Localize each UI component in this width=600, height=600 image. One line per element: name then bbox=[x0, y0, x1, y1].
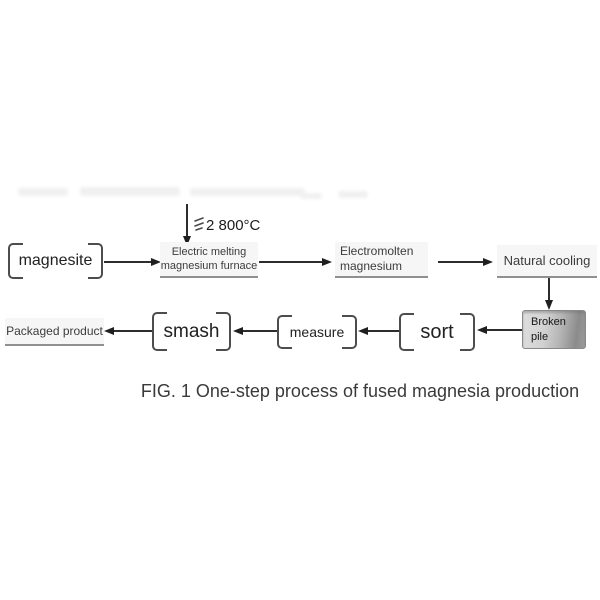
arrow-furnace-to-electromolten bbox=[259, 257, 332, 267]
node-electromolten-magnesium: Electromolten magnesium bbox=[335, 242, 428, 278]
watermark-smudge bbox=[338, 191, 368, 198]
node-label-line1: Broken bbox=[531, 315, 566, 328]
node-measure: measure bbox=[277, 315, 357, 349]
figure-caption: FIG. 1 One-step process of fused magnesi… bbox=[140, 381, 580, 401]
node-label: sort bbox=[420, 320, 454, 343]
node-label: Natural cooling bbox=[503, 253, 591, 268]
arrow-line bbox=[114, 330, 152, 332]
arrow-line bbox=[243, 330, 277, 332]
arrow-line bbox=[487, 329, 522, 331]
heat-squiggle-icon bbox=[194, 217, 204, 231]
node-sort: sort bbox=[399, 313, 475, 351]
node-label: measure bbox=[289, 324, 345, 340]
node-packaged-product: Packaged product bbox=[5, 318, 104, 346]
arrow-head bbox=[104, 327, 114, 335]
node-label-line1: Electromolten bbox=[340, 244, 414, 258]
arrow-head bbox=[233, 327, 243, 335]
arrow-head bbox=[483, 258, 493, 266]
arrow-electromolten-to-cooling bbox=[438, 257, 493, 267]
watermark-smudge bbox=[18, 188, 68, 196]
arrow-sort-to-measure bbox=[358, 326, 399, 336]
arrow-line bbox=[186, 204, 188, 236]
arrow-smash-to-packaged bbox=[104, 326, 152, 336]
node-label-line2: pile bbox=[531, 330, 549, 343]
arrow-head bbox=[358, 327, 368, 335]
node-label: Packaged product bbox=[6, 324, 103, 338]
node-magnesite: magnesite bbox=[8, 243, 103, 279]
node-smash: smash bbox=[152, 312, 231, 351]
node-label: smash bbox=[163, 320, 220, 342]
arrow-broken-pile-to-sort bbox=[477, 325, 522, 335]
temperature-down-arrow bbox=[182, 204, 192, 246]
arrow-head bbox=[545, 300, 553, 310]
watermark-smudge bbox=[300, 193, 322, 199]
node-label-line2: magnesium furnace bbox=[160, 260, 258, 272]
arrow-measure-to-smash bbox=[233, 326, 277, 336]
temperature-label: 2 800°C bbox=[206, 217, 261, 234]
arrow-line bbox=[548, 278, 550, 300]
node-label-line2: magnesium bbox=[340, 259, 403, 273]
arrow-magnesite-to-furnace bbox=[104, 257, 161, 267]
arrow-head bbox=[477, 326, 487, 334]
node-electric-melting-furnace: Electric melting magnesium furnace bbox=[160, 242, 258, 278]
arrow-head bbox=[322, 258, 332, 266]
arrow-line bbox=[368, 330, 399, 332]
arrow-cooling-to-broken-pile bbox=[544, 278, 554, 310]
arrow-head bbox=[151, 258, 161, 266]
arrow-line bbox=[259, 261, 322, 263]
node-natural-cooling: Natural cooling bbox=[497, 245, 597, 278]
node-broken-pile: Broken pile bbox=[522, 310, 586, 349]
node-label-line1: Electric melting bbox=[171, 246, 247, 258]
arrow-head bbox=[183, 236, 191, 246]
watermark-smudge bbox=[190, 188, 305, 196]
arrow-line bbox=[104, 261, 151, 263]
arrow-line bbox=[438, 261, 483, 263]
node-label: magnesite bbox=[18, 252, 93, 269]
watermark-smudge bbox=[80, 187, 180, 196]
